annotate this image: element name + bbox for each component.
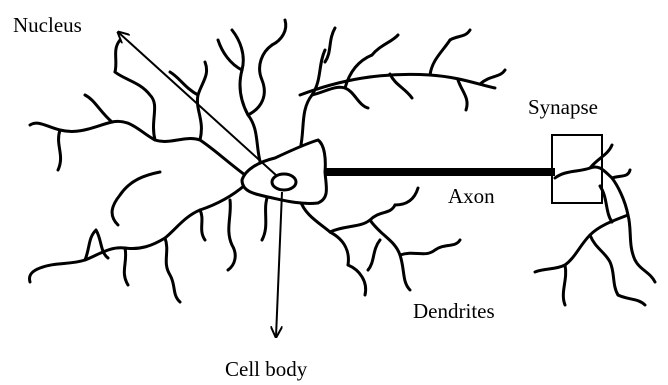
nucleus-arrow	[118, 32, 277, 176]
nucleus-shape	[272, 174, 296, 190]
cell-body-shape	[242, 140, 326, 203]
cell-body-arrow	[276, 192, 282, 337]
synapse-box	[552, 135, 602, 203]
dendrites-label: Dendrites	[413, 299, 495, 323]
dendrites	[29, 20, 655, 305]
cell-body-label: Cell body	[225, 357, 308, 381]
synapse-label: Synapse	[528, 95, 598, 119]
nucleus-label: Nucleus	[13, 13, 82, 37]
axon-label: Axon	[448, 184, 495, 208]
